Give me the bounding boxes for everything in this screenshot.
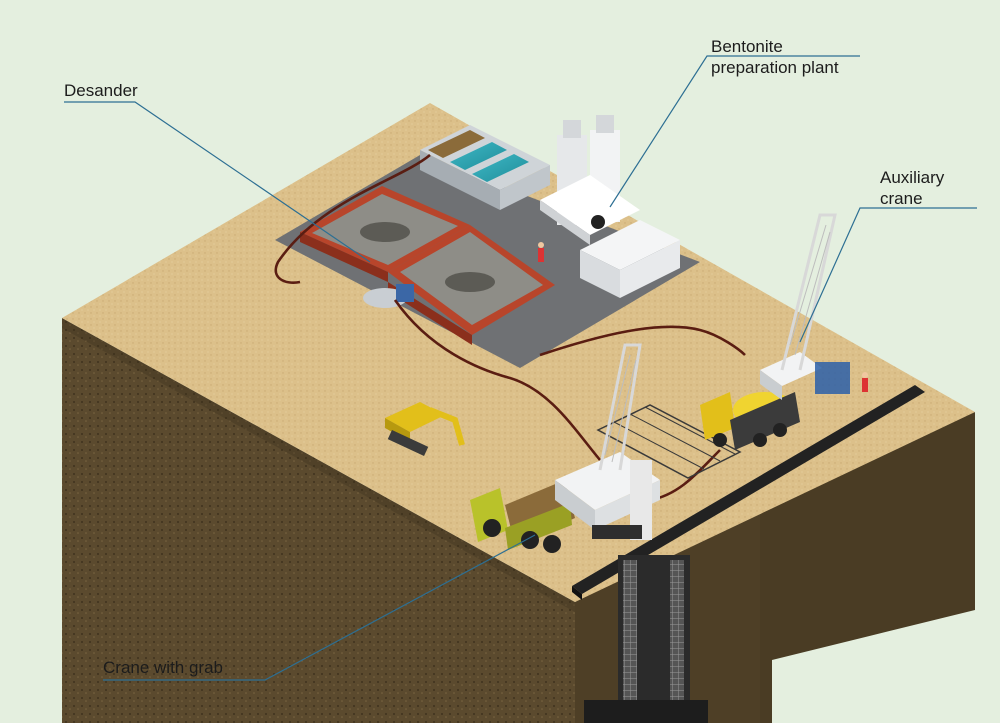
- label-auxiliary-crane: Auxiliary crane: [880, 168, 945, 208]
- treatment-tanks: [420, 125, 550, 210]
- auxiliary-crawler-crane: [760, 213, 850, 400]
- label-bentonite-preparation-plant: Bentonite preparation plant: [711, 37, 839, 77]
- slurry-pipelines: [274, 154, 746, 502]
- site-workers: [538, 242, 868, 392]
- generator-containers: [580, 220, 680, 298]
- excavator: [385, 402, 465, 456]
- crawler-crane-with-grab: [555, 343, 660, 540]
- diaphragm-wall-trench: [572, 385, 925, 723]
- label-desander: Desander: [64, 81, 138, 100]
- bentonite-silos: [540, 115, 640, 245]
- concrete-mixer-truck: [700, 392, 800, 450]
- label-crane-with-grab: Crane with grab: [103, 658, 224, 677]
- callout-lines: [64, 55, 977, 681]
